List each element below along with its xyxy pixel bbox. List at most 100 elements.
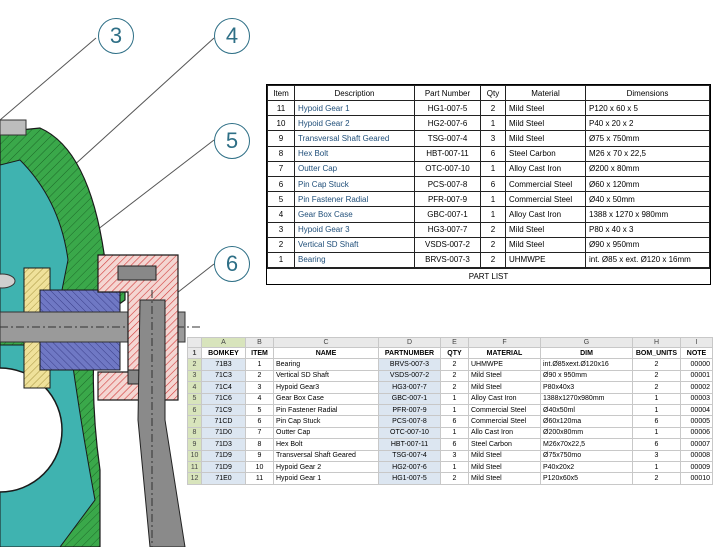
sheet-cell[interactable]: 10	[245, 460, 274, 474]
sheet-cell[interactable]: 1	[440, 403, 469, 417]
sheet-cell[interactable]: PFR-007-9	[378, 403, 441, 417]
sheet-cell[interactable]: Ø200x80mm	[540, 426, 633, 440]
sheet-cell[interactable]: 5	[245, 403, 274, 417]
sheet-column-header[interactable]: F	[468, 337, 541, 348]
sheet-cell[interactable]: 71D0	[201, 426, 246, 440]
sheet-cell[interactable]: Pin Cap Stuck	[273, 415, 379, 428]
sheet-cell[interactable]: 1	[440, 426, 469, 440]
sheet-row-number[interactable]: 5	[187, 392, 202, 405]
sheet-cell[interactable]: 1	[245, 358, 274, 371]
sheet-cell[interactable]: Mild Steel	[468, 472, 541, 485]
sheet-cell[interactable]: 11	[245, 472, 274, 485]
sheet-cell[interactable]: Ø90 x 950mm	[540, 369, 633, 383]
sheet-row-number[interactable]: 1	[187, 346, 202, 360]
sheet-cell[interactable]: Transversal Shaft Geared	[273, 449, 379, 462]
sheet-cell[interactable]: 2	[245, 369, 274, 383]
sheet-cell[interactable]: 00010	[680, 472, 713, 485]
sheet-cell[interactable]: 71C6	[201, 392, 246, 405]
sheet-column-header[interactable]: D	[378, 337, 441, 348]
sheet-cell[interactable]: Mild Steel	[468, 460, 541, 474]
sheet-cell[interactable]: Commercial Steel	[468, 415, 541, 428]
sheet-cell[interactable]: 2	[632, 472, 681, 485]
sheet-cell[interactable]: Mild Steel	[468, 381, 541, 394]
sheet-header-cell[interactable]: BOMKEY	[201, 346, 246, 360]
sheet-cell[interactable]: Outter Cap	[273, 426, 379, 440]
sheet-cell[interactable]: 1	[440, 392, 469, 405]
sheet-cell[interactable]: 00004	[680, 403, 713, 417]
sheet-cell[interactable]: GBC-007-1	[378, 392, 441, 405]
sheet-cell[interactable]: 2	[440, 472, 469, 485]
sheet-cell[interactable]: 2	[632, 369, 681, 383]
sheet-header-cell[interactable]: BOM_UNITS	[632, 346, 681, 360]
sheet-row-number[interactable]: 9	[187, 438, 202, 451]
sheet-cell[interactable]: 71C4	[201, 381, 246, 394]
sheet-cell[interactable]: Steel Carbon	[468, 438, 541, 451]
sheet-cell[interactable]: 1	[632, 403, 681, 417]
sheet-cell[interactable]: 1	[440, 460, 469, 474]
sheet-cell[interactable]: HG1-007-5	[378, 472, 441, 485]
sheet-cell[interactable]: HG3-007-7	[378, 381, 441, 394]
sheet-column-header[interactable]: G	[540, 337, 633, 348]
sheet-cell[interactable]: 00009	[680, 460, 713, 474]
sheet-cell[interactable]: 8	[245, 438, 274, 451]
sheet-cell[interactable]: 71D9	[201, 460, 246, 474]
sheet-header-cell[interactable]: NOTE	[680, 346, 713, 360]
sheet-header-cell[interactable]: MATERIAL	[468, 346, 541, 360]
sheet-header-cell[interactable]: ITEM	[245, 346, 274, 360]
sheet-row-number[interactable]: 6	[187, 403, 202, 417]
sheet-header-cell[interactable]: NAME	[273, 346, 379, 360]
sheet-row-number[interactable]: 3	[187, 369, 202, 383]
sheet-cell[interactable]: HG2-007-6	[378, 460, 441, 474]
sheet-cell[interactable]: 00007	[680, 438, 713, 451]
sheet-cell[interactable]: TSG-007-4	[378, 449, 441, 462]
sheet-cell[interactable]: 3	[440, 449, 469, 462]
sheet-cell[interactable]: M26x70x22,5	[540, 438, 633, 451]
sheet-cell[interactable]: 71CD	[201, 415, 246, 428]
sheet-cell[interactable]: Ø40x50ml	[540, 403, 633, 417]
sheet-cell[interactable]: 71C3	[201, 369, 246, 383]
sheet-cell[interactable]: 00005	[680, 415, 713, 428]
sheet-cell[interactable]: 6	[440, 415, 469, 428]
sheet-cell[interactable]: 6	[440, 438, 469, 451]
sheet-cell[interactable]: 1	[632, 460, 681, 474]
sheet-cell[interactable]: Gear Box Case	[273, 392, 379, 405]
sheet-cell[interactable]: Hypoid Gear 2	[273, 460, 379, 474]
sheet-cell[interactable]: 1	[632, 392, 681, 405]
sheet-cell[interactable]: 71D9	[201, 449, 246, 462]
sheet-column-header[interactable]: I	[680, 337, 713, 348]
sheet-cell[interactable]: Hex Bolt	[273, 438, 379, 451]
sheet-cell[interactable]: 71C9	[201, 403, 246, 417]
sheet-cell[interactable]: 4	[245, 392, 274, 405]
sheet-cell[interactable]: BRVS-007-3	[378, 358, 441, 371]
sheet-cell[interactable]: 2	[440, 381, 469, 394]
sheet-cell[interactable]: 3	[245, 381, 274, 394]
sheet-header-cell[interactable]: DIM	[540, 346, 633, 360]
sheet-cell[interactable]: 2	[632, 358, 681, 371]
sheet-row-number[interactable]: 4	[187, 381, 202, 394]
sheet-cell[interactable]: 3	[632, 449, 681, 462]
sheet-column-header[interactable]: C	[273, 337, 379, 348]
sheet-cell[interactable]: VSDS-007-2	[378, 369, 441, 383]
sheet-cell[interactable]: 00003	[680, 392, 713, 405]
sheet-cell[interactable]: 1388x1270x980mm	[540, 392, 633, 405]
sheet-cell[interactable]: 00001	[680, 369, 713, 383]
sheet-cell[interactable]: int.Ø85xext.Ø120x16	[540, 358, 633, 371]
sheet-cell[interactable]: UHMWPE	[468, 358, 541, 371]
sheet-row-number[interactable]: 8	[187, 426, 202, 440]
sheet-select-all[interactable]	[187, 337, 202, 348]
sheet-cell[interactable]: PCS-007-8	[378, 415, 441, 428]
sheet-cell[interactable]: HBT-007-11	[378, 438, 441, 451]
sheet-row-number[interactable]: 12	[187, 472, 202, 485]
sheet-cell[interactable]: 71B3	[201, 358, 246, 371]
sheet-cell[interactable]: Alloy Cast Iron	[468, 392, 541, 405]
sheet-header-cell[interactable]: QTY	[440, 346, 469, 360]
sheet-cell[interactable]: 00008	[680, 449, 713, 462]
sheet-cell[interactable]: 00002	[680, 381, 713, 394]
sheet-cell[interactable]: 7	[245, 426, 274, 440]
sheet-header-cell[interactable]: PARTNUMBER	[378, 346, 441, 360]
sheet-cell[interactable]: P40x20x2	[540, 460, 633, 474]
sheet-cell[interactable]: Mild Steel	[468, 449, 541, 462]
sheet-row-number[interactable]: 11	[187, 460, 202, 474]
sheet-cell[interactable]: Mild Steel	[468, 369, 541, 383]
